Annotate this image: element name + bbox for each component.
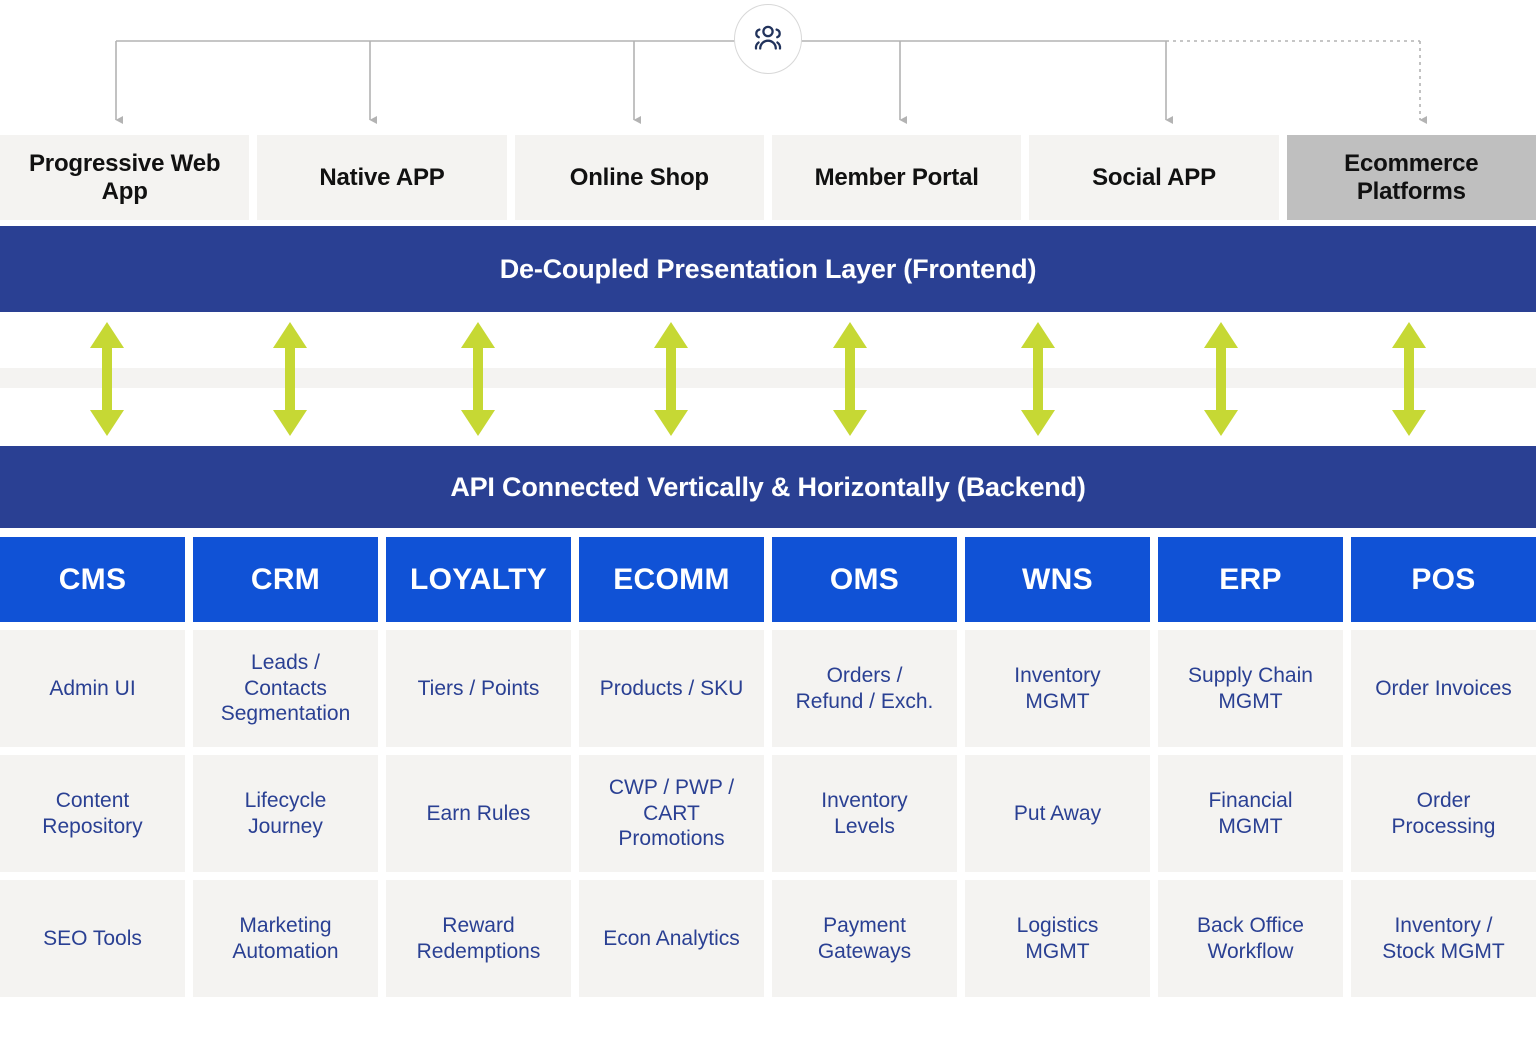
module-cell[interactable]: Reward Redemptions <box>386 880 571 997</box>
channel-online-shop[interactable]: Online Shop <box>514 135 764 220</box>
module-cell[interactable]: Admin UI <box>0 630 185 747</box>
module-column-pos: POS Order Invoices Order Processing Inve… <box>1351 537 1536 997</box>
module-cell[interactable]: Inventory / Stock MGMT <box>1351 880 1536 997</box>
backend-layer-label: API Connected Vertically & Horizontally … <box>450 471 1086 502</box>
bidirectional-arrow-loyalty <box>461 322 495 436</box>
module-cell[interactable]: SEO Tools <box>0 880 185 997</box>
channel-native-app[interactable]: Native APP <box>257 135 507 220</box>
module-cell[interactable]: Products / SKU <box>579 630 764 747</box>
middle-divider-band <box>0 368 1536 388</box>
module-header-ecomm[interactable]: ECOMM <box>579 537 764 622</box>
channel-social-app[interactable]: Social APP <box>1029 135 1279 220</box>
module-cell[interactable]: Content Repository <box>0 755 185 872</box>
module-column-ecomm: ECOMM Products / SKU CWP / PWP / CART Pr… <box>579 537 764 997</box>
module-header-wns[interactable]: WNS <box>965 537 1150 622</box>
module-cell[interactable]: Payment Gateways <box>772 880 957 997</box>
frontend-layer-banner: De-Coupled Presentation Layer (Frontend) <box>0 226 1536 312</box>
module-cell[interactable]: Orders / Refund / Exch. <box>772 630 957 747</box>
module-cell[interactable]: Put Away <box>965 755 1150 872</box>
users-group-icon <box>754 25 782 50</box>
module-column-wns: WNS Inventory MGMT Put Away Logistics MG… <box>965 537 1150 997</box>
bidirectional-arrow-erp <box>1204 322 1238 436</box>
module-column-cms: CMS Admin UI Content Repository SEO Tool… <box>0 537 185 997</box>
module-header-pos[interactable]: POS <box>1351 537 1536 622</box>
module-cell[interactable]: Inventory MGMT <box>965 630 1150 747</box>
channel-progressive-web-app[interactable]: Progressive Web App <box>0 135 250 220</box>
module-header-loyalty[interactable]: LOYALTY <box>386 537 571 622</box>
bidirectional-arrow-cms <box>90 322 124 436</box>
module-cell[interactable]: Back Office Workflow <box>1158 880 1343 997</box>
module-grid: CMS Admin UI Content Repository SEO Tool… <box>0 537 1536 997</box>
module-cell[interactable]: Marketing Automation <box>193 880 378 997</box>
module-column-crm: CRM Leads / Contacts Segmentation Lifecy… <box>193 537 378 997</box>
channel-row: Progressive Web App Native APP Online Sh… <box>0 135 1536 220</box>
channel-ecommerce-platforms[interactable]: Ecommerce Platforms <box>1286 135 1536 220</box>
module-header-cms[interactable]: CMS <box>0 537 185 622</box>
channel-member-portal[interactable]: Member Portal <box>771 135 1022 220</box>
module-header-crm[interactable]: CRM <box>193 537 378 622</box>
module-cell[interactable]: Leads / Contacts Segmentation <box>193 630 378 747</box>
users-icon-bubble <box>734 4 802 74</box>
module-column-oms: OMS Orders / Refund / Exch. Inventory Le… <box>772 537 957 997</box>
module-header-erp[interactable]: ERP <box>1158 537 1343 622</box>
module-cell[interactable]: CWP / PWP / CART Promotions <box>579 755 764 872</box>
bidirectional-arrow-ecomm <box>654 322 688 436</box>
module-cell[interactable]: Tiers / Points <box>386 630 571 747</box>
channel-connector-lines <box>115 40 1427 124</box>
bidirectional-arrow-pos <box>1392 322 1426 436</box>
module-cell[interactable]: Lifecycle Journey <box>193 755 378 872</box>
module-cell[interactable]: Order Invoices <box>1351 630 1536 747</box>
bidirectional-arrow-crm <box>273 322 307 436</box>
module-cell[interactable]: Supply Chain MGMT <box>1158 630 1343 747</box>
module-cell[interactable]: Earn Rules <box>386 755 571 872</box>
bidirectional-arrow-wns <box>1021 322 1055 436</box>
module-cell[interactable]: Inventory Levels <box>772 755 957 872</box>
backend-layer-banner: API Connected Vertically & Horizontally … <box>0 446 1536 528</box>
bidirectional-arrow-oms <box>833 322 867 436</box>
api-bidirectional-arrows <box>90 322 1426 436</box>
module-cell[interactable]: Econ Analytics <box>579 880 764 997</box>
module-cell[interactable]: Logistics MGMT <box>965 880 1150 997</box>
module-column-loyalty: LOYALTY Tiers / Points Earn Rules Reward… <box>386 537 571 997</box>
module-cell[interactable]: Financial MGMT <box>1158 755 1343 872</box>
module-column-erp: ERP Supply Chain MGMT Financial MGMT Bac… <box>1158 537 1343 997</box>
module-cell[interactable]: Order Processing <box>1351 755 1536 872</box>
frontend-layer-label: De-Coupled Presentation Layer (Frontend) <box>499 253 1037 284</box>
module-header-oms[interactable]: OMS <box>772 537 957 622</box>
